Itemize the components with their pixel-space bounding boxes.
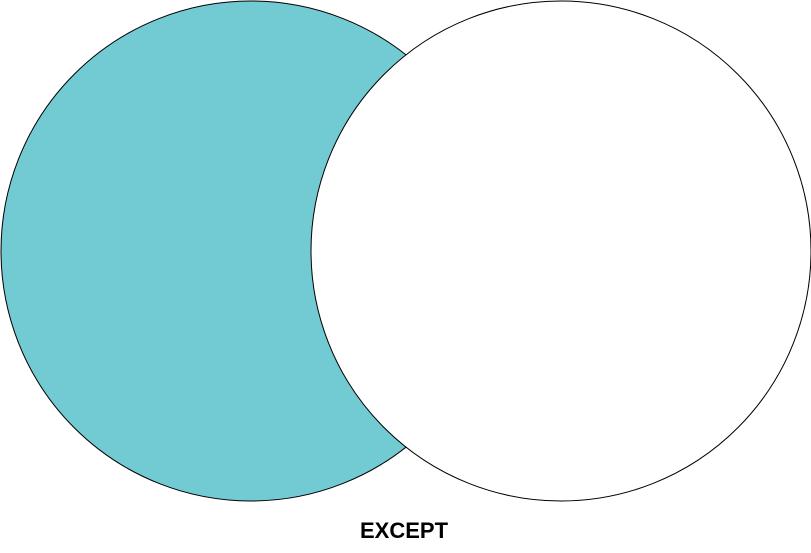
venn-diagram [0, 0, 811, 502]
diagram-caption: EXCEPT [359, 518, 449, 543]
set-right-circle [310, 0, 811, 502]
